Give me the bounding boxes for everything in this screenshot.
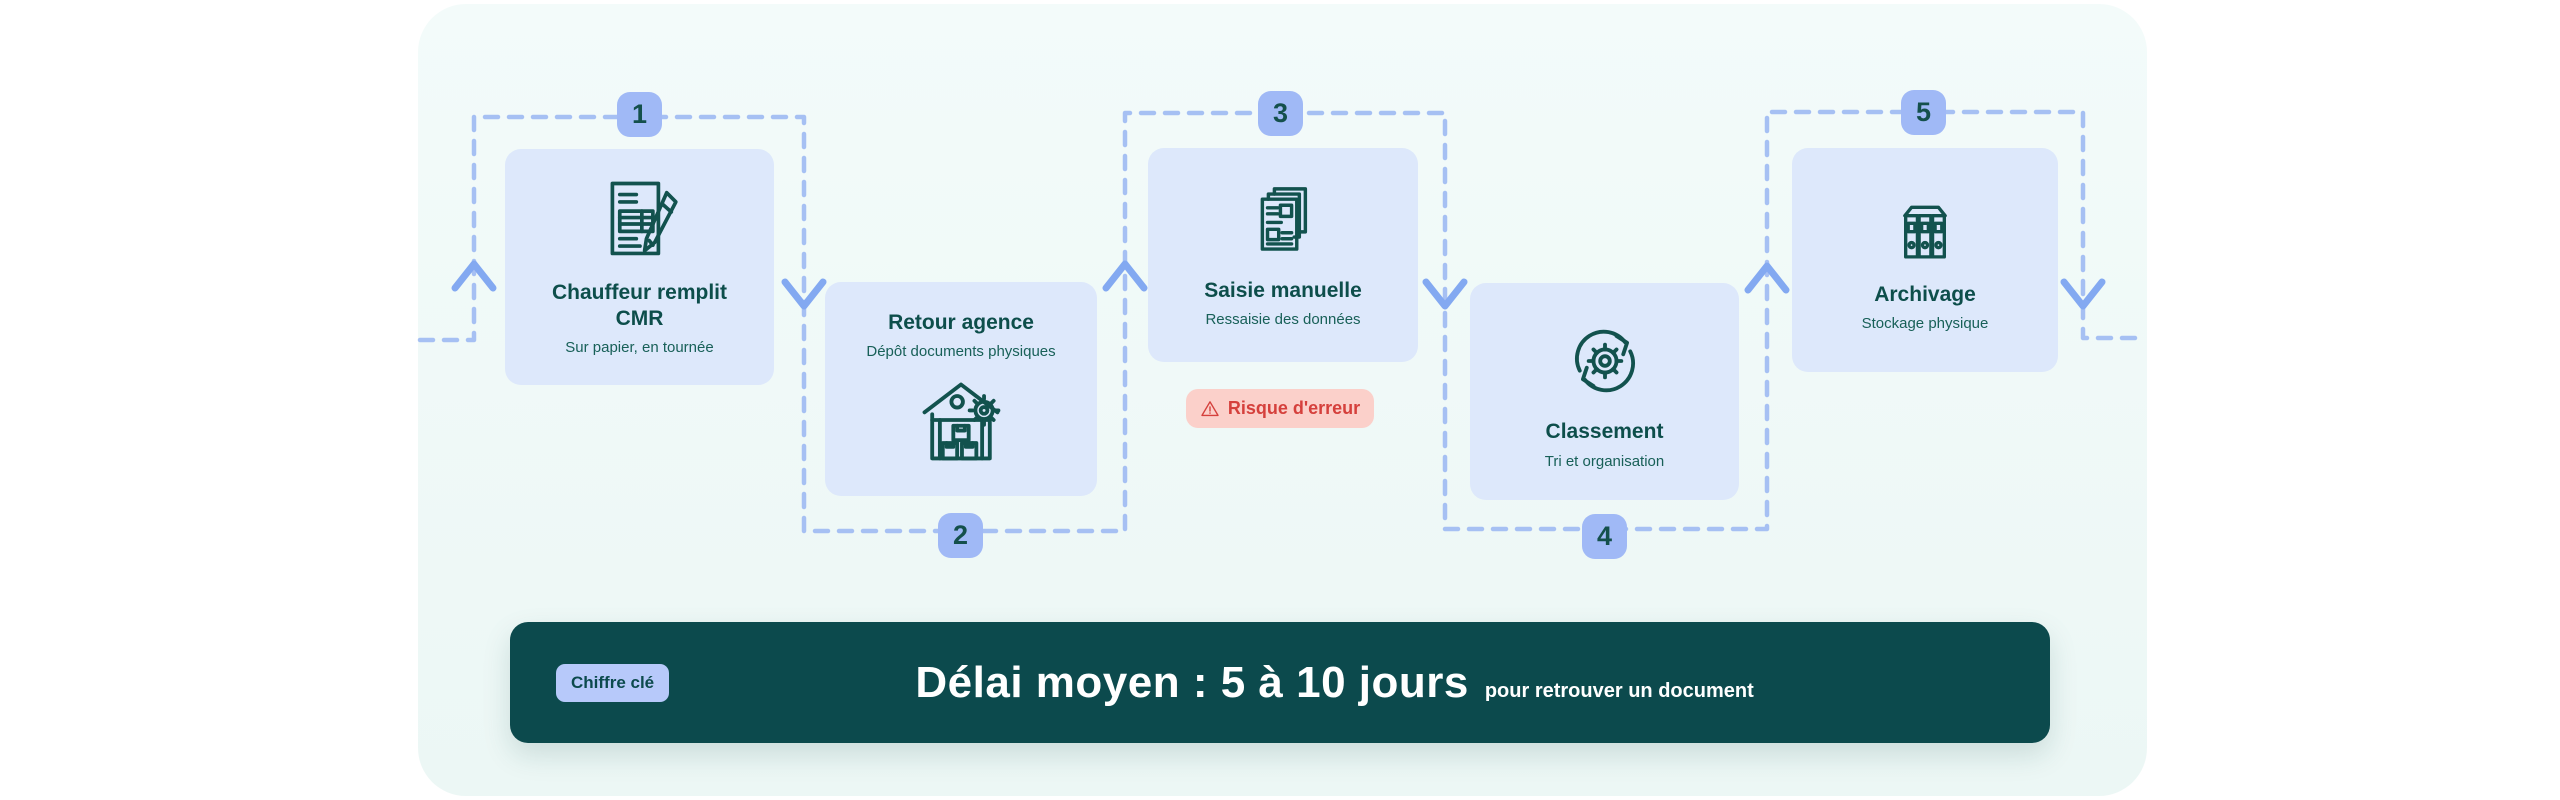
arrow-down-icon <box>2060 278 2106 310</box>
step-card-retour-agence: Retour agence Dépôt documents physiques <box>825 282 1097 496</box>
sync-gear-icon <box>1574 330 1635 393</box>
step-subtitle: Ressaisie des données <box>1205 311 1361 329</box>
error-risk-badge: Risque d'erreur <box>1186 389 1374 428</box>
document-pen-icon <box>610 181 678 256</box>
arrow-up-icon <box>1744 262 1790 294</box>
arrow-up-icon <box>451 260 497 292</box>
arrow-down-icon <box>1422 278 1468 310</box>
step-badge-4: 4 <box>1582 514 1627 559</box>
step-card-classement: Classement Tri et organisation <box>1470 283 1739 500</box>
banner-subtext: pour retrouver un document <box>1484 679 1754 702</box>
documents-stack-icon <box>1260 187 1308 251</box>
step-subtitle: Tri et organisation <box>1544 452 1665 470</box>
step-subtitle: Sur papier, en tournée <box>565 339 714 357</box>
arrow-down-icon <box>781 278 827 310</box>
step-card-archivage: Archivage Stockage physique <box>1792 148 2058 372</box>
step-title: Archivage <box>1874 282 1976 306</box>
warning-triangle-icon <box>1201 400 1219 416</box>
banner-headline: Délai moyen : 5 à 10 jours <box>915 657 1469 707</box>
step-card-chauffeur-remplit-cmr: Chauffeur remplit CMR Sur papier, en tou… <box>505 149 774 385</box>
arrow-up-icon <box>1102 260 1148 292</box>
step-card-saisie-manuelle: Saisie manuelle Ressaisie des données <box>1148 148 1418 362</box>
key-metric-banner: Chiffre clé Délai moyen : 5 à 10 jours p… <box>510 622 2050 743</box>
banner-text-group: Délai moyen : 5 à 10 jours pour retrouve… <box>669 658 2050 708</box>
step-badge-2: 2 <box>938 513 983 558</box>
error-risk-label: Risque d'erreur <box>1227 398 1361 418</box>
step-title: Saisie manuelle <box>1204 278 1362 302</box>
step-subtitle: Dépôt documents physiques <box>866 343 1056 361</box>
step-badge-5: 5 <box>1901 90 1946 135</box>
step-badge-1: 1 <box>617 92 662 137</box>
warehouse-icon <box>922 382 1001 461</box>
step-badge-3: 3 <box>1258 91 1303 136</box>
step-subtitle: Stockage physique <box>1861 315 1989 333</box>
binders-icon <box>1903 205 1947 259</box>
key-metric-tag: Chiffre clé <box>556 663 670 702</box>
step-title: Classement <box>1545 420 1664 444</box>
step-title: Chauffeur remplit CMR <box>551 280 727 330</box>
step-title: Retour agence <box>888 310 1034 334</box>
